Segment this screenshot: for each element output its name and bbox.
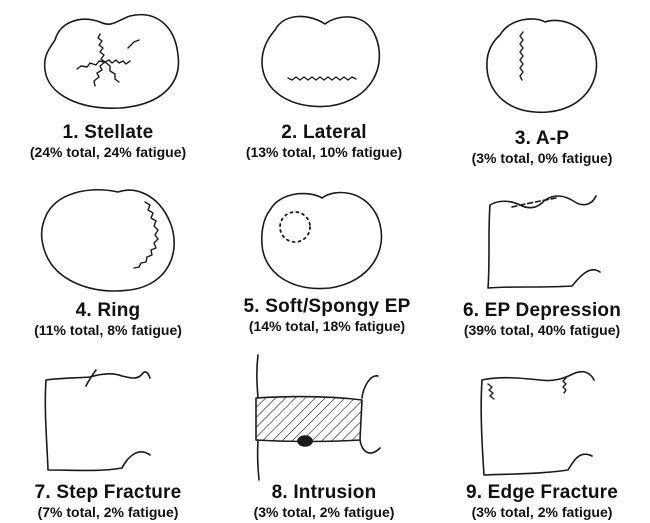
step-fracture-mark bbox=[86, 370, 96, 386]
panel-title: 2. Lateral bbox=[216, 122, 432, 144]
intrusion-sketch bbox=[256, 355, 380, 480]
soft-spongy-endplate-sketch bbox=[262, 193, 382, 289]
vertebral-endplate-outline bbox=[262, 193, 382, 289]
vertebral-endplate-outline bbox=[262, 16, 379, 106]
upper-vertebra-outline bbox=[257, 355, 378, 398]
vertebral-endplate-outline bbox=[42, 190, 175, 291]
vertebral-body-outline bbox=[488, 196, 600, 288]
panel-subtitle: (3% total, 2% fatigue) bbox=[216, 504, 432, 520]
panel-label-lateral: 2. Lateral (13% total, 10% fatigue) bbox=[216, 122, 432, 160]
vertebral-endplate-outline bbox=[45, 15, 179, 108]
panel-title: 5. Soft/Spongy EP bbox=[216, 296, 438, 318]
panel-title: 1. Stellate bbox=[0, 122, 216, 144]
panel-title: 4. Ring bbox=[0, 300, 216, 322]
panel-label-soft-spongy: 5. Soft/Spongy EP (14% total, 18% fatigu… bbox=[216, 296, 438, 334]
intrusion-blob bbox=[298, 436, 312, 446]
anteroposterior-crack-line bbox=[520, 32, 523, 80]
ring-crack-line bbox=[134, 202, 158, 268]
lower-vertebra-outline bbox=[258, 440, 380, 480]
vertebral-body-outline bbox=[45, 372, 150, 471]
panel-label-ap: 3. A-P (3% total, 0% fatigue) bbox=[434, 128, 650, 166]
lateral-crack-line bbox=[288, 77, 356, 80]
intervertebral-disc-hatched bbox=[256, 397, 362, 442]
panel-title: 3. A-P bbox=[434, 128, 650, 150]
panel-subtitle: (24% total, 24% fatigue) bbox=[0, 144, 216, 160]
step-fracture-sketch bbox=[45, 370, 150, 471]
panel-subtitle: (3% total, 0% fatigue) bbox=[434, 150, 650, 166]
panel-title: 6. EP Depression bbox=[434, 300, 650, 322]
panel-title: 9. Edge Fracture bbox=[434, 482, 650, 504]
stellate-crack-lines bbox=[77, 34, 139, 86]
soft-spot-outline bbox=[280, 212, 310, 242]
panel-label-edge-fracture: 9. Edge Fracture (3% total, 2% fatigue) bbox=[434, 482, 650, 520]
lateral-crack-endplate-sketch bbox=[262, 16, 379, 106]
edge-fracture-mark-left bbox=[488, 384, 494, 399]
edge-fracture-mark-right bbox=[563, 378, 566, 393]
panel-subtitle: (11% total, 8% fatigue) bbox=[0, 322, 216, 338]
panel-subtitle: (13% total, 10% fatigue) bbox=[216, 144, 432, 160]
panel-subtitle: (3% total, 2% fatigue) bbox=[434, 504, 650, 520]
depressed-endplate-line bbox=[512, 198, 556, 207]
panel-title: 7. Step Fracture bbox=[0, 482, 216, 504]
panel-label-ring: 4. Ring (11% total, 8% fatigue) bbox=[0, 300, 216, 338]
vertebral-endplate-outline bbox=[487, 19, 597, 112]
vertebral-body-outline bbox=[481, 372, 594, 475]
panel-label-step-fracture: 7. Step Fracture (7% total, 2% fatigue) bbox=[0, 482, 216, 520]
panel-subtitle: (7% total, 2% fatigue) bbox=[0, 504, 216, 520]
panel-subtitle: (14% total, 18% fatigue) bbox=[216, 318, 438, 334]
panel-label-intrusion: 8. Intrusion (3% total, 2% fatigue) bbox=[216, 482, 432, 520]
ring-crack-endplate-sketch bbox=[42, 190, 175, 291]
anteroposterior-crack-endplate-sketch bbox=[487, 19, 597, 112]
panel-title: 8. Intrusion bbox=[216, 482, 432, 504]
panel-label-ep-depression: 6. EP Depression (39% total, 40% fatigue… bbox=[434, 300, 650, 338]
panel-subtitle: (39% total, 40% fatigue) bbox=[434, 322, 650, 338]
endplate-depression-sketch bbox=[488, 196, 600, 288]
panel-label-stellate: 1. Stellate (24% total, 24% fatigue) bbox=[0, 122, 216, 160]
stellate-crack-endplate-sketch bbox=[45, 15, 179, 108]
edge-fracture-sketch bbox=[481, 372, 594, 475]
